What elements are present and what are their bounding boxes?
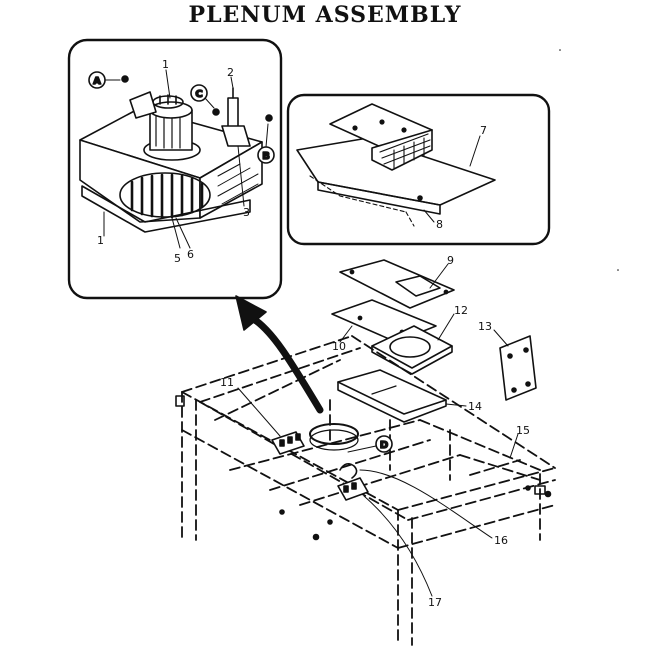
part-11-terminal — [271, 431, 305, 455]
callout-a — [88, 71, 121, 89]
callout-a-label: A — [93, 76, 101, 87]
callout-d — [347, 435, 393, 453]
label-12: 12 — [454, 304, 468, 317]
inset2-leaders — [423, 135, 481, 223]
part-13-sideplate — [499, 335, 537, 401]
label-2: 2 — [227, 66, 234, 79]
frame-details — [175, 395, 552, 541]
label-16: 16 — [494, 534, 508, 547]
callout-d-label: D — [380, 440, 388, 451]
label-14: 14 — [468, 400, 482, 413]
plate-assembly — [296, 103, 496, 227]
label-1: 1 — [162, 58, 169, 71]
part-9-panel — [339, 259, 455, 309]
label-15: 15 — [516, 424, 530, 437]
label-5: 5 — [174, 252, 181, 265]
callout-b — [257, 123, 275, 164]
scan-specks — [559, 49, 619, 271]
part-17-terminal — [337, 462, 369, 501]
part-12-collar — [371, 325, 453, 375]
blower-inset-panel — [67, 38, 283, 300]
detail-arrow — [235, 295, 324, 414]
plate-inset-panel — [286, 93, 551, 246]
inset1-leaders — [103, 69, 245, 249]
callout-c — [190, 84, 215, 109]
label-8: 8 — [436, 218, 443, 231]
label-9: 9 — [447, 254, 454, 267]
label-13: 13 — [478, 320, 492, 333]
part-14-tray — [337, 369, 447, 423]
callout-b-label: B — [262, 151, 270, 162]
label-17: 17 — [428, 596, 442, 609]
diagram-title: PLENUM ASSEMBLY — [188, 2, 462, 28]
label-11: 11 — [220, 376, 234, 389]
label-10: 10 — [332, 340, 346, 353]
label-3: 3 — [243, 206, 250, 219]
main-frame — [181, 335, 556, 646]
label-7: 7 — [480, 124, 487, 137]
label-6: 6 — [187, 248, 194, 261]
main-leaders — [237, 263, 519, 597]
label-1b: 1 — [97, 234, 104, 247]
part-number-labels: 1 2 3 1 5 6 7 8 9 10 11 12 13 14 15 16 1… — [97, 58, 530, 609]
blower-ring — [309, 423, 359, 451]
blower-assembly — [79, 75, 273, 233]
callout-c-label: C — [195, 89, 202, 100]
callout-letters: A C B D — [92, 75, 389, 452]
